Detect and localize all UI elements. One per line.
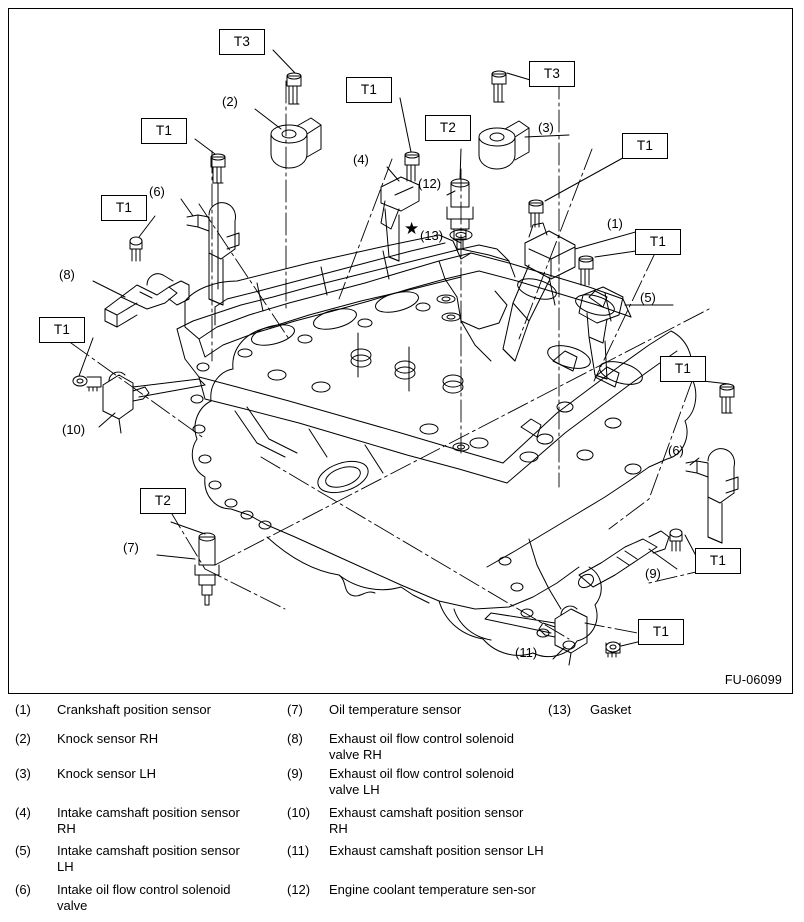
legend-item-number: (12) (287, 882, 311, 897)
engine-exploded-view-drawing (70, 49, 739, 666)
legend-item: (6) Intake oil flow control solenoid valv… (15, 882, 257, 913)
torque-label-t1-upper-mid: T1 (346, 77, 392, 103)
item-callout-12: (12) (418, 176, 442, 191)
bolt-crankshaft-sensor (528, 199, 544, 228)
part-knock-sensor-lh (478, 120, 530, 170)
legend-item: (13) Gasket (548, 702, 770, 718)
part-intake-camshaft-position-sensor-rh (380, 176, 420, 262)
legend-item: (12) Engine coolant temperature sen-sor (287, 882, 544, 898)
legend-item-label: Exhaust camshaft position sensor RH (329, 805, 524, 836)
legend-item-label: Intake camshaft position sensor RH (57, 805, 240, 836)
part-knock-sensor-rh (270, 117, 322, 169)
bolt-intake-solenoid-left (210, 153, 226, 290)
legend-item-label: Engine coolant temperature sen-sor (329, 882, 536, 897)
legend-item-number: (8) (287, 731, 303, 746)
torque-label-t1-bottom-right-lower: T1 (638, 619, 684, 645)
bolt-knock-sensor-lh (491, 70, 507, 103)
bolt-intake-solenoid-right (719, 383, 735, 414)
item-callout-11: (11) (515, 645, 538, 660)
legend-item-number: (13) (548, 702, 572, 717)
legend-item-label: Knock sensor RH (57, 731, 159, 746)
engine-block-outline (176, 234, 697, 657)
legend-item-label: Intake camshaft position sensor LH (57, 843, 240, 874)
legend-item-label: Exhaust camshaft position sensor LH (329, 843, 544, 858)
item-callout-13: (13) (420, 228, 444, 243)
torque-label-t3-top-left: T3 (219, 29, 265, 55)
legend-item: (8) Exhaust oil flow control solenoid val… (287, 731, 544, 762)
item-callout-6-left: (6) (149, 184, 165, 199)
legend-item-number: (6) (15, 882, 31, 897)
legend-item-label: Oil temperature sensor (329, 702, 462, 717)
legend-item: (9) Exhaust oil flow control solenoid val… (287, 766, 544, 797)
legend-item: (1) Crankshaft position sensor (15, 702, 257, 718)
part-gasket (449, 229, 473, 241)
legend-item-number: (4) (15, 805, 31, 820)
block-washers (436, 294, 470, 452)
part-oil-temperature-sensor (194, 532, 220, 606)
bolt-intake-cam-sensor-lh (578, 255, 594, 286)
legend-item-label: Knock sensor LH (57, 766, 156, 781)
torque-label-t1-right-mid: T1 (635, 229, 681, 255)
legend-item-label: Intake oil flow control solenoid valve (57, 882, 231, 913)
item-callout-8: (8) (59, 267, 75, 282)
legend-item-number: (5) (15, 843, 31, 858)
legend-item-number: (2) (15, 731, 31, 746)
legend: (1) Crankshaft position sensor (2) Knock se… (0, 702, 804, 922)
item-callout-9: (9) (645, 566, 661, 581)
bolt-exhaust-cam-sensor-rh (72, 375, 102, 392)
legend-item-number: (11) (287, 843, 310, 858)
legend-item: (7) Oil temperature sensor (287, 702, 544, 718)
item-callout-6-right: (6) (668, 443, 684, 458)
legend-item-number: (9) (287, 766, 303, 781)
torque-label-t1-left-upper: T1 (141, 118, 187, 144)
centerlines (70, 76, 710, 640)
bolt-exhaust-solenoid-lh (669, 528, 683, 552)
torque-label-t1-right-upper: T1 (622, 133, 668, 159)
item-callout-5: (5) (640, 290, 656, 305)
item-callout-10: (10) (62, 422, 86, 437)
legend-item-label: Exhaust oil flow control solenoid valve … (329, 766, 514, 797)
item-callout-2: (2) (222, 94, 238, 109)
legend-item: (3) Knock sensor LH (15, 766, 257, 782)
legend-item-number: (3) (15, 766, 31, 781)
item-callout-4: (4) (353, 152, 369, 167)
part-crankshaft-position-sensor (502, 222, 576, 362)
bolt-exhaust-cam-sensor-lh (605, 641, 621, 658)
torque-label-t1-left-mid-upper: T1 (101, 195, 147, 221)
part-exhaust-oil-flow-solenoid-valve-lh (578, 530, 670, 589)
legend-item: (10) Exhaust camshaft position sensor RH (287, 805, 544, 836)
item-callout-7: (7) (123, 540, 139, 555)
legend-item-label: Exhaust oil flow control solenoid valve … (329, 731, 514, 762)
part-exhaust-camshaft-position-sensor-lh (484, 605, 588, 666)
legend-item: (2) Knock sensor RH (15, 731, 257, 747)
torque-label-t2-bottom-left: T2 (140, 488, 186, 514)
bolt-knock-sensor-rh (286, 72, 302, 105)
legend-item-label: Crankshaft position sensor (57, 702, 211, 717)
torque-label-t1-bottom-right-upper: T1 (695, 548, 741, 574)
part-exhaust-camshaft-position-sensor-rh (102, 371, 206, 434)
torque-label-t2-center: T2 (425, 115, 471, 141)
item-callout-1: (1) (607, 216, 623, 231)
legend-item-label: Gasket (590, 702, 632, 717)
legend-item: (11) Exhaust camshaft position sensor LH (287, 843, 544, 859)
legend-item-number: (1) (15, 702, 31, 717)
legend-item-number: (7) (287, 702, 303, 717)
part-exhaust-oil-flow-solenoid-valve-rh (104, 273, 190, 328)
figure-code: FU-06099 (724, 673, 782, 687)
part-intake-oil-flow-solenoid-valve-left (186, 202, 240, 306)
legend-item: (5) Intake camshaft position sensor LH (15, 843, 257, 874)
torque-label-t1-right-lower: T1 (660, 356, 706, 382)
part-intake-oil-flow-solenoid-valve-right (685, 448, 739, 544)
part-intake-camshaft-position-sensor-lh (578, 286, 624, 380)
item-callout-3: (3) (538, 120, 554, 135)
star-13-icon: ★ (404, 219, 420, 238)
bolt-intake-cam-sensor-rh (404, 151, 420, 182)
legend-item-number: (10) (287, 805, 311, 820)
bolt-exhaust-solenoid-rh (129, 236, 143, 262)
torque-label-t1-left-lower: T1 (39, 317, 85, 343)
legend-item: (4) Intake camshaft position sensor RH (15, 805, 257, 836)
torque-label-t3-top-right: T3 (529, 61, 575, 87)
